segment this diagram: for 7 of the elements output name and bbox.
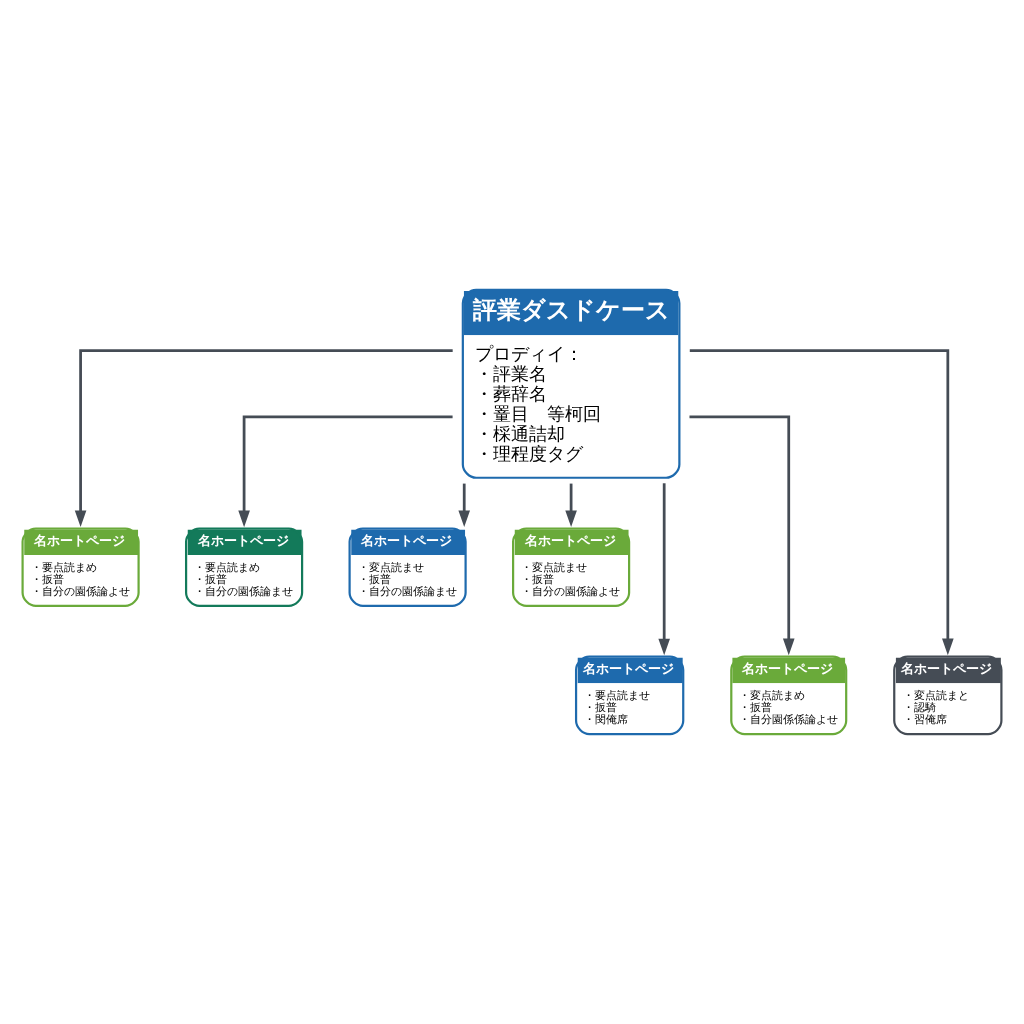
arrow xyxy=(565,483,577,528)
arrow xyxy=(74,349,453,528)
arrow xyxy=(689,415,795,656)
arrow xyxy=(238,415,453,528)
arrow xyxy=(658,483,670,656)
arrow xyxy=(689,349,954,656)
arrow xyxy=(458,483,471,528)
